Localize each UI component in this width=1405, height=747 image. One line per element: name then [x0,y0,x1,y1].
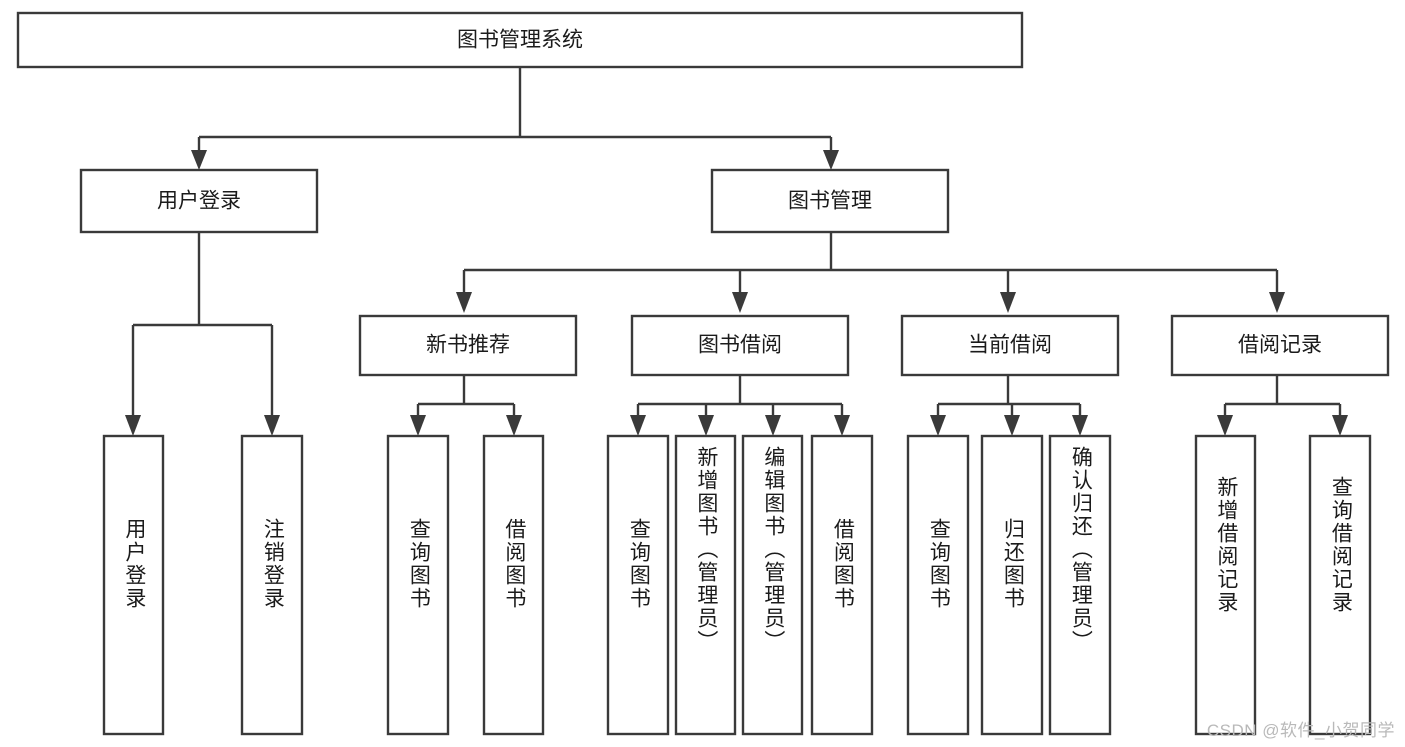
node-new-book-rec-label: 新书推荐 [426,334,510,357]
node-user-login-label: 用户登录 [157,190,241,213]
leaf-box-borrow-book-1[interactable] [482,434,545,736]
node-user-login-box[interactable] [79,168,319,234]
node-new-book-rec[interactable]: 新书推荐 [358,314,578,377]
arrow-leaf-logout [264,415,280,436]
leaf-box-user-login[interactable] [102,434,165,736]
connectors-new-book-rec-to-leaves [410,375,522,436]
arrow-leaf-user-login [125,415,141,436]
leaf-box-query-book-1[interactable] [386,434,450,736]
arrow-book-manage [823,150,839,170]
node-root-label: 图书管理系统 [457,29,583,52]
node-book-borrow-box[interactable] [630,314,850,377]
connectors-book-borrow-to-leaves [630,375,850,436]
arrow-user-login [191,150,207,170]
node-current-borrow-label: 当前借阅 [968,334,1052,357]
node-borrow-record-label: 借阅记录 [1238,334,1322,357]
leaf-box-confirm-return[interactable] [1048,434,1112,736]
leaf-box-logout[interactable] [240,434,304,736]
connectors-book-manage-to-level3 [456,232,1285,313]
node-borrow-record-box[interactable] [1170,314,1390,377]
node-book-borrow-label: 图书借阅 [698,334,782,357]
leaf-box-query-book-2[interactable] [606,434,670,736]
leaf-box-add-record[interactable] [1194,434,1257,736]
arrow-query-book-2 [630,415,646,436]
connectors-user-login-to-leaves [125,232,280,436]
node-book-manage-box[interactable] [710,168,950,234]
node-user-login[interactable]: 用户登录 [79,168,319,234]
leaf-boxes [102,434,1372,736]
arrow-edit-book [765,415,781,436]
csdn-watermark: CSDN @软件_小贺同学 [1206,721,1395,740]
node-borrow-record[interactable]: 借阅记录 [1170,314,1390,377]
node-book-manage[interactable]: 图书管理 [710,168,950,234]
node-book-manage-label: 图书管理 [788,190,872,213]
leaf-box-query-record[interactable] [1308,434,1372,736]
leaf-box-add-book[interactable] [674,434,737,736]
arrow-book-borrow [732,292,748,313]
arrow-borrow-book-1 [506,415,522,436]
node-current-borrow-box[interactable] [900,314,1120,377]
node-root-box[interactable] [16,11,1024,69]
arrow-new-book-rec [456,292,472,313]
arrow-current-borrow [1000,292,1016,313]
leaf-box-borrow-book-2[interactable] [810,434,874,736]
leaf-box-edit-book[interactable] [741,434,804,736]
arrow-query-book-3 [930,415,946,436]
arrow-query-record [1332,415,1348,436]
arrow-borrow-book-2 [834,415,850,436]
node-book-borrow[interactable]: 图书借阅 [630,314,850,377]
arrow-borrow-record [1269,292,1285,313]
connectors-root-to-level2 [191,67,839,170]
node-new-book-rec-box[interactable] [358,314,578,377]
arrow-return-book [1004,415,1020,436]
arrow-query-book-1 [410,415,426,436]
node-root[interactable]: 图书管理系统 [16,11,1024,69]
arrow-add-book [698,415,714,436]
leaf-box-return-book[interactable] [980,434,1044,736]
connectors-current-borrow-to-leaves [930,375,1088,436]
node-current-borrow[interactable]: 当前借阅 [900,314,1120,377]
leaf-box-query-book-3[interactable] [906,434,970,736]
arrow-confirm-return [1072,415,1088,436]
arrow-add-record [1217,415,1233,436]
connectors-borrow-record-to-leaves [1217,375,1348,436]
